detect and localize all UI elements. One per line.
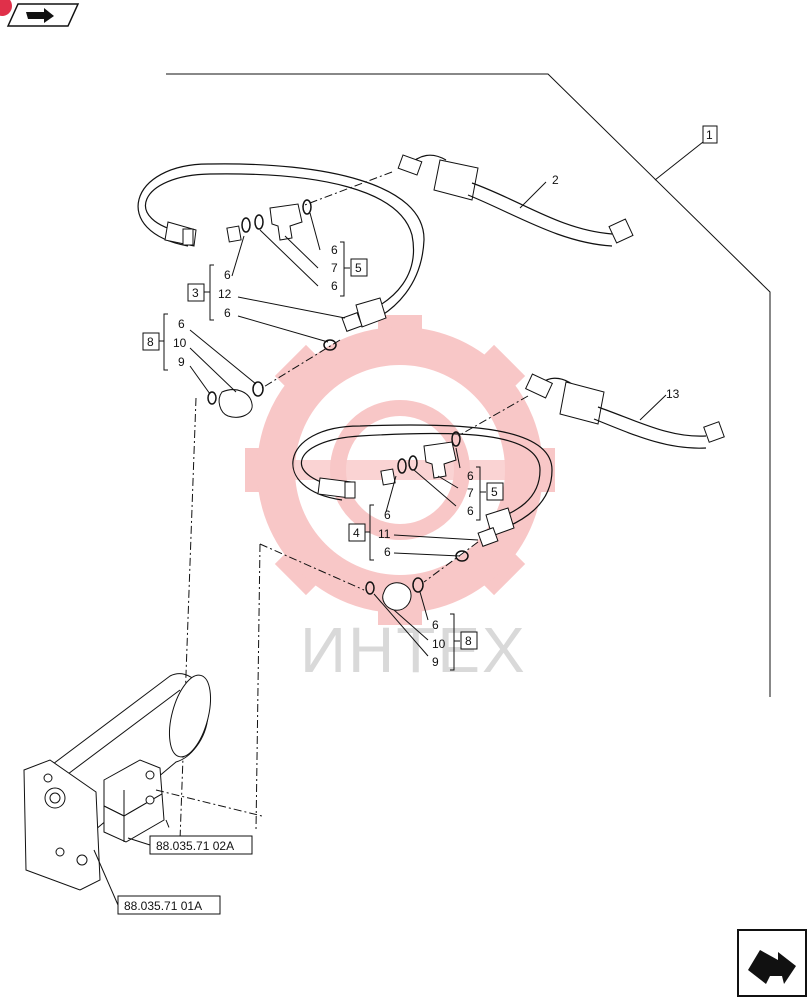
svg-text:9: 9 xyxy=(178,355,185,369)
svg-text:8: 8 xyxy=(147,335,154,349)
reference-valve-link[interactable]: 88.035.71 02A xyxy=(149,835,253,855)
svg-text:6: 6 xyxy=(331,279,338,293)
leader-8b-c xyxy=(373,593,429,657)
svg-text:4: 4 xyxy=(353,526,360,540)
svg-text:7: 7 xyxy=(467,486,474,500)
callout-8-upper[interactable]: 8 xyxy=(142,332,160,351)
return-arrow-icon[interactable] xyxy=(737,929,807,997)
svg-text:6: 6 xyxy=(384,545,391,559)
svg-text:6: 6 xyxy=(178,317,185,331)
leader-5-b xyxy=(284,235,319,269)
svg-text:88.035.71 01A: 88.035.71 01A xyxy=(124,899,202,913)
leader-8b-b xyxy=(393,609,429,641)
leader-5-a xyxy=(309,212,321,251)
svg-text:6: 6 xyxy=(432,618,439,632)
leader-4-c xyxy=(393,552,461,557)
leader-1 xyxy=(654,141,704,181)
reference-pump-link[interactable]: 88.035.71 01A xyxy=(117,895,221,915)
watermark-text: ИНТЕХ xyxy=(300,614,527,686)
forward-arrow-icon[interactable] xyxy=(0,0,80,27)
leader-5b-b xyxy=(437,475,459,489)
svg-text:12: 12 xyxy=(218,287,232,301)
leader-5-c xyxy=(259,229,319,287)
watermark-gear-icon xyxy=(245,315,555,625)
leader-5b-a xyxy=(455,447,461,469)
callout-group-5-lower: 6 7 6 5 xyxy=(467,466,504,521)
callout-1[interactable]: 1 xyxy=(702,125,718,144)
svg-text:11: 11 xyxy=(378,527,391,541)
svg-text:1: 1 xyxy=(706,128,713,142)
leader-8b-a xyxy=(419,591,429,621)
svg-text:3: 3 xyxy=(192,286,199,300)
pump-assembly xyxy=(23,673,263,891)
svg-text:6: 6 xyxy=(331,243,338,257)
svg-text:6: 6 xyxy=(384,508,391,522)
svg-text:6: 6 xyxy=(467,469,474,483)
leader-3-b xyxy=(237,296,346,319)
callout-5-upper[interactable]: 5 xyxy=(350,258,368,277)
leader-valve-ref xyxy=(127,837,151,846)
svg-text:6: 6 xyxy=(467,504,474,518)
svg-text:10: 10 xyxy=(432,637,446,651)
svg-text:9: 9 xyxy=(432,655,439,669)
leader-8-b xyxy=(189,347,237,393)
callout-4[interactable]: 4 xyxy=(348,523,366,542)
svg-text:7: 7 xyxy=(331,261,338,275)
leader-2 xyxy=(519,181,547,209)
callout-group-8-upper: 8 6 10 9 xyxy=(142,313,187,371)
assembly-frame-line xyxy=(166,73,771,697)
lower-hose-assembly xyxy=(255,373,725,831)
leader-8-c xyxy=(189,365,211,395)
callout-group-4: 4 6 11 6 xyxy=(348,504,391,561)
callout-2[interactable]: 2 xyxy=(552,173,559,187)
leader-8-a xyxy=(189,329,257,385)
svg-text:6: 6 xyxy=(224,306,231,320)
svg-text:6: 6 xyxy=(224,268,231,282)
callout-group-3: 3 6 12 6 xyxy=(187,264,232,321)
svg-text:88.035.71 02A: 88.035.71 02A xyxy=(156,839,234,853)
callout-3[interactable]: 3 xyxy=(187,283,205,302)
upper-hose-assembly xyxy=(137,154,634,841)
leader-pump-ref xyxy=(93,849,119,906)
leader-5b-c xyxy=(413,469,457,507)
callout-8-lower[interactable]: 8 xyxy=(460,631,478,650)
svg-text:10: 10 xyxy=(173,336,187,350)
leader-4-a xyxy=(385,475,397,513)
svg-text:5: 5 xyxy=(491,485,498,499)
leader-4-b xyxy=(393,534,479,541)
leader-13 xyxy=(639,394,667,421)
svg-text:8: 8 xyxy=(465,634,472,648)
callout-group-8-lower: 6 10 9 8 xyxy=(432,613,478,671)
leader-3-c xyxy=(237,315,329,343)
svg-text:5: 5 xyxy=(355,261,362,275)
leader-3-a xyxy=(231,235,245,277)
callout-5-lower[interactable]: 5 xyxy=(486,482,504,501)
callout-group-5-upper: 6 7 6 5 xyxy=(331,241,368,297)
callout-13[interactable]: 13 xyxy=(666,387,680,401)
